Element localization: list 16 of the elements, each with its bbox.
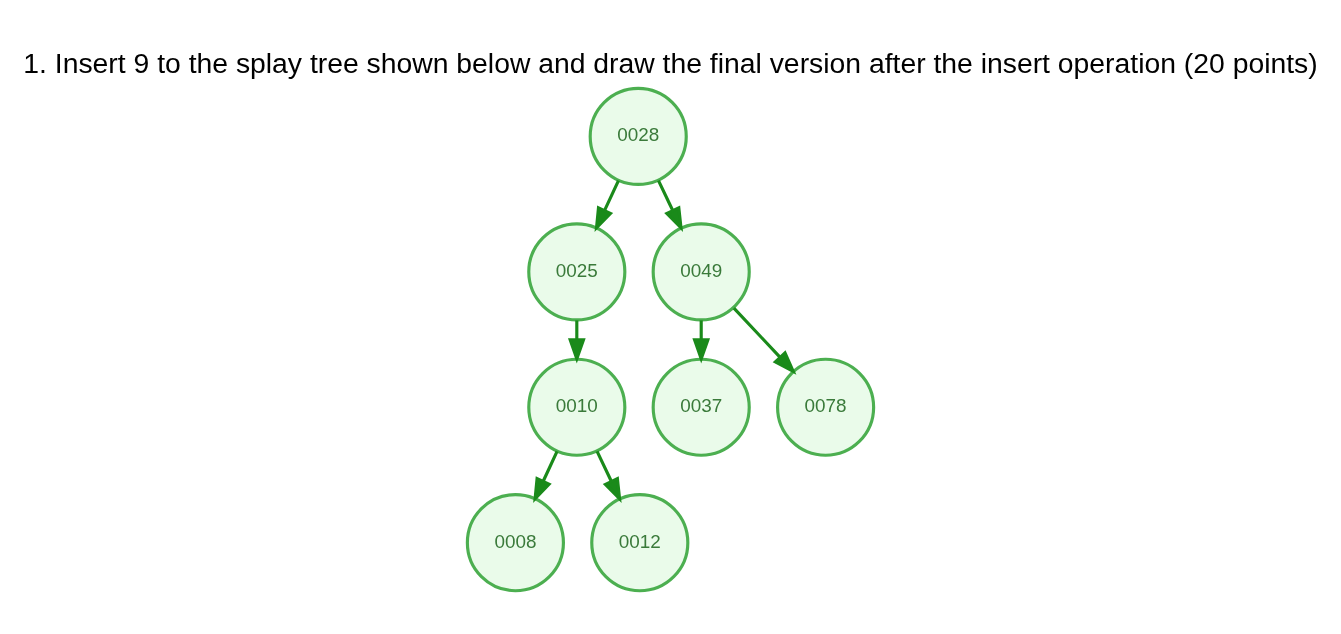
node-circle: 0012 <box>590 492 690 592</box>
node-circle: 0028 <box>588 86 688 186</box>
arrow <box>657 179 684 232</box>
node-circle: 0037 <box>651 357 751 457</box>
arrow <box>567 319 586 364</box>
node-circle: 0008 <box>465 492 565 592</box>
node-circle: 0025 <box>527 221 627 321</box>
arrow <box>594 179 620 232</box>
arrow <box>595 450 622 503</box>
node-circle: 0078 <box>776 357 876 457</box>
arrow <box>732 306 797 375</box>
diagram-title: 1. Insert 9 to the splay tree shown below and draw the final version after the insert operation (20 points) <box>23 46 1318 79</box>
node-circle: 0049 <box>651 221 751 321</box>
node-circle: 0010 <box>527 357 627 457</box>
arrow <box>533 450 559 503</box>
arrow <box>692 319 711 364</box>
